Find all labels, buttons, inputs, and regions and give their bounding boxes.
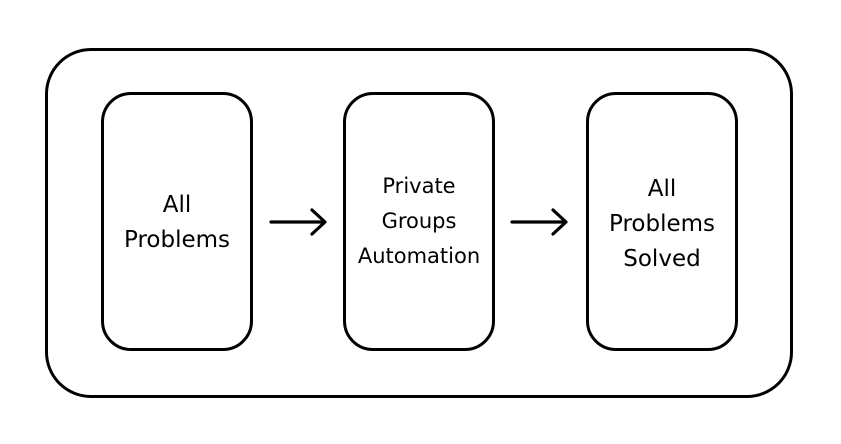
step-label-line: Automation <box>357 244 481 268</box>
step-box-all-problems: All Problems <box>101 92 253 351</box>
step-label-line: All <box>162 191 192 218</box>
step-label-line: Groups <box>381 209 457 233</box>
step-label: All Problems Solved <box>609 172 715 277</box>
step-label-line: Problems <box>608 211 715 237</box>
step-box-private-groups-automation: Private Groups Automation <box>343 92 495 351</box>
step-label-line: Problems <box>123 226 230 253</box>
right-arrow-icon <box>510 208 568 236</box>
step-label: All Problems <box>124 188 230 258</box>
step-label: Private Groups Automation <box>358 169 480 274</box>
right-arrow-icon <box>269 208 327 236</box>
step-label-line: Private <box>382 174 456 198</box>
step-box-all-problems-solved: All Problems Solved <box>586 92 738 351</box>
step-label-line: All <box>647 176 677 202</box>
step-label-line: Solved <box>623 246 701 272</box>
